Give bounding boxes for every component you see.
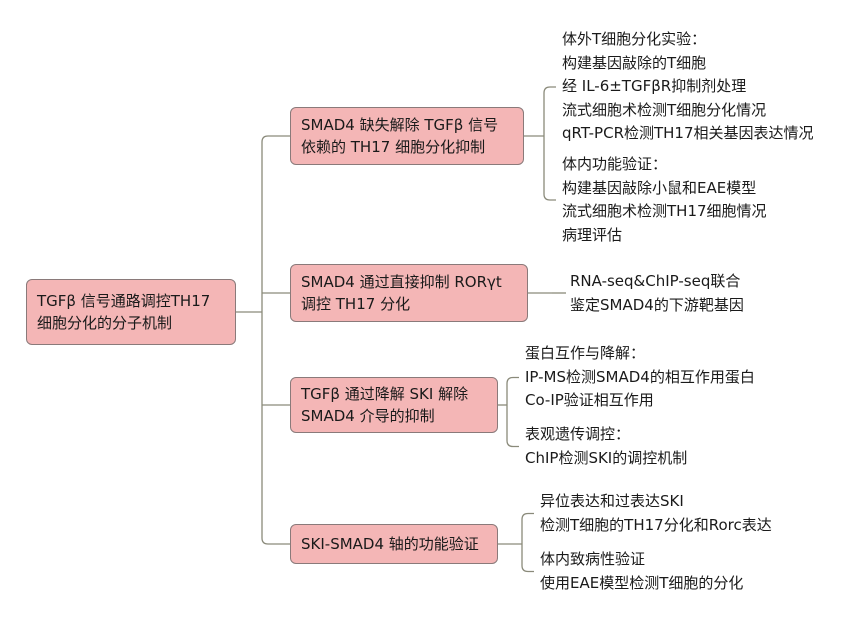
leaf-line: ChIP检测SKI的调控机制 <box>525 448 688 467</box>
leaf-group-in-vivo-pathogenicity: 体内致病性验证 使用EAE模型检测T细胞的分化 <box>540 548 743 595</box>
leaf-group-rna-chip-seq: RNA-seq&ChIP-seq联合 鉴定SMAD4的下游靶基因 <box>570 270 744 317</box>
leaf-line: 流式细胞术检测TH17细胞情况 <box>562 202 767 220</box>
branch-node-ski-smad4-axis[interactable]: SKI-SMAD4 轴的功能验证 <box>290 524 498 564</box>
branch-node-ski-degradation[interactable]: TGFβ 通过降解 SKI 解除 SMAD4 介导的抑制 <box>290 377 498 433</box>
leaf-line: 病理评估 <box>562 225 623 244</box>
leaf-group-ectopic-expression: 异位表达和过表达SKI 检测T细胞的TH17分化和Rorc表达 <box>540 490 772 537</box>
branch-line: SMAD4 介导的抑制 <box>301 407 435 425</box>
leaf-line: IP-MS检测SMAD4的相互作用蛋白 <box>525 367 755 386</box>
leaf-line: 构建基因敲除的T细胞 <box>562 53 707 72</box>
leaf-line: qRT-PCR检测TH17相关基因表达情况 <box>562 124 814 142</box>
leaf-group-epigenetic: 表观遗传调控： ChIP检测SKI的调控机制 <box>525 423 687 470</box>
branch-line: 依赖的 TH17 细胞分化抑制 <box>301 138 486 156</box>
branch-node-smad4-loss[interactable]: SMAD4 缺失解除 TGFβ 信号 依赖的 TH17 细胞分化抑制 <box>290 107 524 165</box>
leaf-line: 体外T细胞分化实验： <box>562 30 707 48</box>
connector-leaf-bracket <box>506 376 519 448</box>
leaf-line: RNA-seq&ChIP-seq联合 <box>570 272 741 290</box>
branch-line: SKI-SMAD4 轴的功能验证 <box>301 535 479 553</box>
leaf-line: 检测T细胞的TH17分化和Rorc表达 <box>540 515 772 534</box>
leaf-group-in-vitro: 体外T细胞分化实验： 构建基因敲除的T细胞 经 IL-6±TGFβR抑制剂处理 … <box>562 28 814 146</box>
root-node[interactable]: TGFβ 信号通路调控TH17 细胞分化的分子机制 <box>26 279 236 345</box>
root-line-2: 细胞分化的分子机制 <box>37 314 173 332</box>
leaf-group-protein-interaction: 蛋白互作与降解： IP-MS检测SMAD4的相互作用蛋白 Co-IP验证相互作用 <box>525 342 755 413</box>
branch-line: 调控 TH17 分化 <box>301 295 411 313</box>
leaf-line: 体内功能验证： <box>562 155 668 173</box>
branch-line: SMAD4 通过直接抑制 RORγt <box>301 273 502 291</box>
leaf-line: 异位表达和过表达SKI <box>540 492 684 510</box>
branch-node-rorgt[interactable]: SMAD4 通过直接抑制 RORγt 调控 TH17 分化 <box>290 264 528 322</box>
leaf-line: 构建基因敲除小鼠和EAE模型 <box>562 178 757 197</box>
leaf-line: 使用EAE模型检测T细胞的分化 <box>540 573 744 592</box>
leaf-line: 蛋白互作与降解： <box>525 344 646 362</box>
leaf-line: 表观遗传调控： <box>525 425 631 443</box>
branch-line: SMAD4 缺失解除 TGFβ 信号 <box>301 116 499 134</box>
connector-leaf-bracket <box>521 512 534 573</box>
leaf-line: 流式细胞术检测T细胞分化情况 <box>562 100 767 119</box>
leaf-line: 体内致病性验证 <box>540 550 646 568</box>
connector-trunk <box>261 135 269 545</box>
leaf-group-in-vivo: 体内功能验证： 构建基因敲除小鼠和EAE模型 流式细胞术检测TH17细胞情况 病… <box>562 153 767 247</box>
connector-leaf-bracket <box>543 86 556 201</box>
leaf-line: 经 IL-6±TGFβR抑制剂处理 <box>562 77 747 95</box>
branch-line: TGFβ 通过降解 SKI 解除 <box>301 385 469 403</box>
root-line-1: TGFβ 信号通路调控TH17 <box>37 292 211 310</box>
leaf-line: 鉴定SMAD4的下游靶基因 <box>570 295 744 314</box>
leaf-line: Co-IP验证相互作用 <box>525 391 654 409</box>
